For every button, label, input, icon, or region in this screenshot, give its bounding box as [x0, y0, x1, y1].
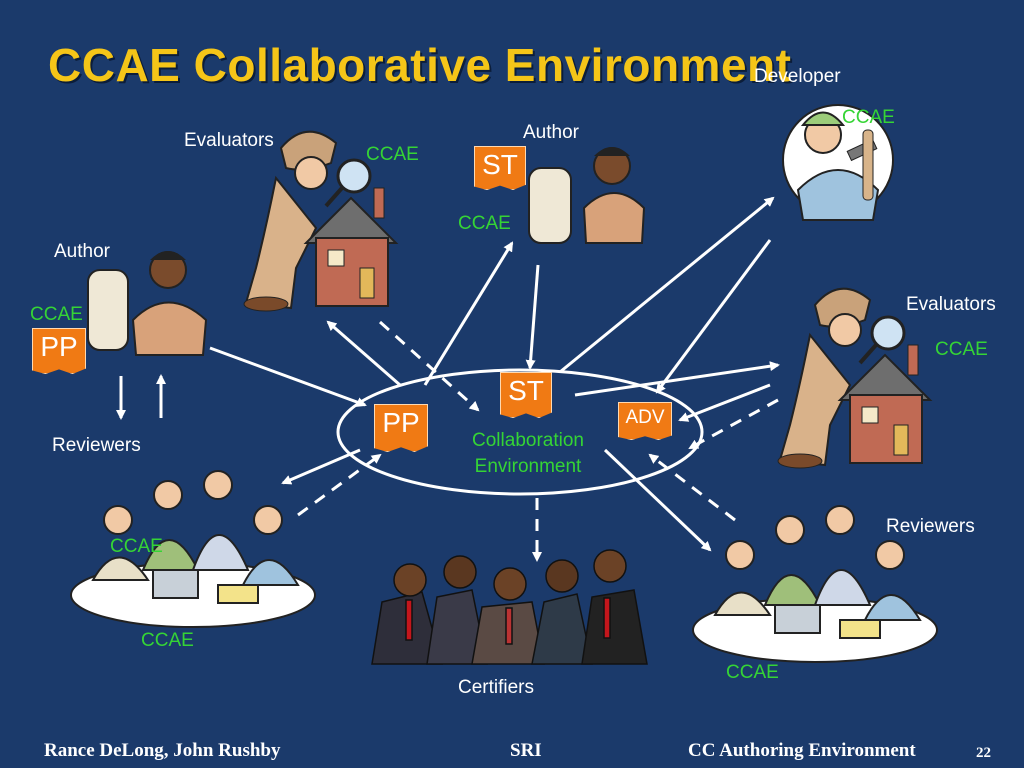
arrow-author-left-to-center — [209, 346, 367, 407]
evaluators-top-clipart — [243, 130, 399, 312]
developer-label: Developer — [754, 66, 841, 87]
evaluators-top-label: Evaluators — [184, 130, 274, 151]
evaluators-right-label: Evaluators — [906, 294, 996, 315]
adv-document-center-label: ADV — [625, 407, 665, 428]
dashed-reviewers-left-to-center — [297, 453, 382, 517]
dashed-reviewers-right-to-center — [648, 453, 736, 522]
arrow-author-top-to-st — [525, 264, 540, 370]
collaboration-line2: Environment — [474, 456, 582, 477]
pp-document-left-label: PP — [40, 331, 78, 362]
author-top-clipart — [528, 147, 646, 244]
developer-ccae-label: CCAE — [842, 107, 895, 128]
certifiers-clipart — [371, 549, 648, 665]
dashed-evaluators-right-to-center — [688, 398, 779, 450]
st-document-top-label: ST — [482, 149, 518, 180]
dashed-evaluators-top-to-center — [378, 320, 480, 412]
arrow-center-to-reviewers-left — [281, 448, 361, 485]
certifiers-label: Certifiers — [458, 677, 535, 698]
author-left-clipart — [87, 251, 208, 356]
arrow-center-to-evaluators-top — [326, 320, 401, 387]
st-document-center-label: ST — [508, 375, 544, 406]
author-left-ccae-label: CCAE — [30, 304, 83, 325]
arrow-center-to-evaluators-right — [574, 361, 780, 397]
page-number: 22 — [976, 745, 991, 761]
footer-organization: SRI — [510, 740, 542, 761]
arrow-st-to-developer — [559, 196, 775, 374]
slide-title: CCAE Collaborative Environment — [48, 39, 792, 91]
author-left-label: Author — [54, 241, 110, 262]
st-document-center: ST — [500, 372, 552, 418]
reviewers-left-clipart — [70, 470, 316, 628]
evaluators-right-clipart — [777, 287, 933, 469]
developer-clipart — [782, 104, 894, 221]
st-document-top: ST — [474, 146, 526, 190]
reviewers-left-ccae-label: CCAE — [141, 630, 194, 651]
reviewers-left-overlay-ccae-label: CCAE — [110, 536, 163, 557]
arrow-center-to-reviewers-right — [603, 448, 712, 552]
collaboration-environment-label: Collaboration Environment — [456, 428, 600, 480]
adv-document-center: ADV — [618, 402, 672, 440]
pp-document-center-label: PP — [382, 407, 420, 438]
evaluators-top-ccae-label: CCAE — [366, 144, 419, 165]
pp-document-left: PP — [32, 328, 86, 374]
footer-authors: Rance DeLong, John Rushby — [44, 740, 281, 761]
collaboration-ellipse — [336, 368, 704, 496]
author-top-ccae-label: CCAE — [458, 213, 511, 234]
evaluators-right-ccae-label: CCAE — [935, 339, 988, 360]
arrow-center-to-author-top — [423, 241, 514, 386]
pp-document-center: PP — [374, 404, 428, 452]
footer-presentation-title: CC Authoring Environment — [688, 740, 916, 761]
arrow-evaluators-right-to-adv — [678, 383, 771, 422]
reviewers-right-label: Reviewers — [886, 516, 975, 537]
reviewers-left-label: Reviewers — [52, 435, 141, 456]
reviewers-right-ccae-label: CCAE — [726, 662, 779, 683]
arrow-developer-to-adv — [655, 239, 772, 394]
author-top-label: Author — [523, 122, 579, 143]
collaboration-line1: Collaboration — [472, 430, 584, 451]
reviewers-right-clipart — [692, 505, 938, 663]
